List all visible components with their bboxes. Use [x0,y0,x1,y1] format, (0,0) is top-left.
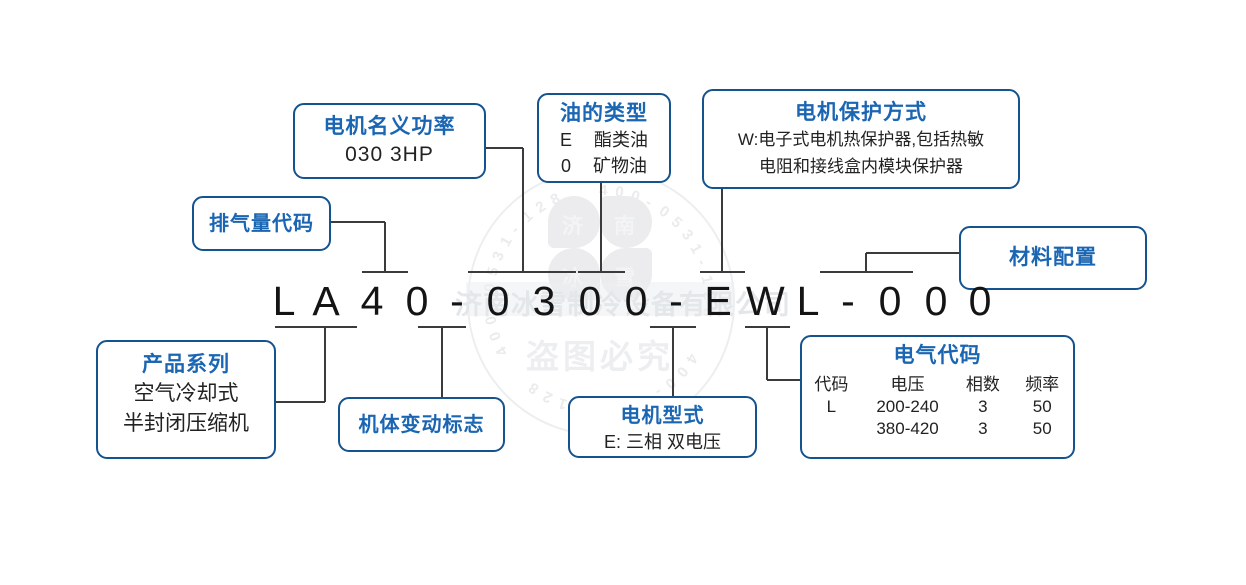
table-row: L 200-240 3 50 [802,396,1073,418]
box-displacement-title: 排气量代码 [209,213,314,235]
box-motor-protection-title: 电机保护方式 [795,101,927,124]
box-body-variation[interactable]: 机体变动标志 [338,397,505,452]
model-code-char: 3 [532,278,556,324]
box-displacement[interactable]: 排气量代码 [192,196,331,251]
model-code-char: - [669,278,683,324]
box-oil-type-row-2: 0 矿物油 [539,153,669,179]
model-code-char: W [746,278,785,324]
cell-phase: 3 [978,419,988,438]
model-code-char: 0 [578,278,602,324]
box-electrical-code[interactable]: 电气代码 代码 电压 相数 频率 L 200-240 3 50 [800,335,1075,459]
box-product-series-line-1: 空气冷却式 [133,382,239,405]
box-product-series-title: 产品系列 [142,353,230,376]
box-product-series-line-2: 半封闭压缩机 [123,412,249,435]
box-motor-protection[interactable]: 电机保护方式 W:电子式电机热保护器,包括热敏 电阻和接线盒内模块保护器 [702,89,1020,189]
table-row: 380-420 3 50 [802,418,1073,440]
box-oil-type[interactable]: 油的类型 E 酯类油 0 矿物油 [537,93,671,183]
cell-code [802,418,861,440]
model-code-char: E [704,278,732,324]
model-code-char: 4 [360,278,384,324]
model-code-char: 0 [405,278,429,324]
model-code-char: 0 [486,278,510,324]
model-code-char: 0 [924,278,948,324]
box-electrical-code-title: 电气代码 [893,344,982,367]
oil-name-1: 酯类油 [594,130,649,150]
box-motor-protection-line-1: W:电子式电机热保护器,包括热敏 [737,130,985,149]
box-motor-power-value: 030 3HP [345,143,434,166]
model-code-char: - [841,278,855,324]
model-code-char: 0 [968,278,992,324]
box-motor-type[interactable]: 电机型式 E: 三相 双电压 [568,396,757,458]
box-motor-type-title: 电机型式 [620,405,705,427]
oil-code-1: E [559,130,572,150]
cell-phase: 3 [978,397,988,416]
model-code-char: - [450,278,464,324]
box-material[interactable]: 材料配置 [959,226,1147,290]
cell-voltage: 200-240 [876,397,939,416]
model-code-char: L [796,278,820,324]
electrical-code-table: 代码 电压 相数 频率 L 200-240 3 50 380-420 3 50 [802,369,1073,440]
box-motor-protection-line-2: 电阻和接线盒内模块保护器 [759,157,963,176]
model-code-char: L [272,278,296,324]
model-code-char: 0 [878,278,902,324]
box-motor-power[interactable]: 电机名义功率 030 3HP [293,103,486,179]
col-header-voltage: 电压 [890,375,925,394]
model-code-char: A [312,278,340,324]
cell-freq: 50 [1032,419,1052,438]
box-body-variation-title: 机体变动标志 [358,414,485,436]
oil-code-2: 0 [560,156,571,176]
cell-freq: 50 [1032,397,1052,416]
table-header-row: 代码 电压 相数 频率 [802,369,1073,396]
oil-name-2: 矿物油 [593,156,648,176]
cell-voltage: 380-420 [876,419,939,438]
box-motor-type-line-1: E: 三相 双电压 [603,432,721,452]
box-oil-type-title: 油的类型 [560,102,648,125]
box-product-series[interactable]: 产品系列 空气冷却式 半封闭压缩机 [96,340,276,459]
box-oil-type-row-1: E 酯类油 [539,127,669,153]
col-header-freq: 频率 [1025,375,1060,394]
col-header-phase: 相数 [965,375,1000,394]
col-header-code: 代码 [814,375,849,394]
model-code-char: 0 [624,278,648,324]
box-material-title: 材料配置 [1009,246,1097,269]
box-motor-power-title: 电机名义功率 [323,115,456,138]
cell-code: L [826,397,837,416]
